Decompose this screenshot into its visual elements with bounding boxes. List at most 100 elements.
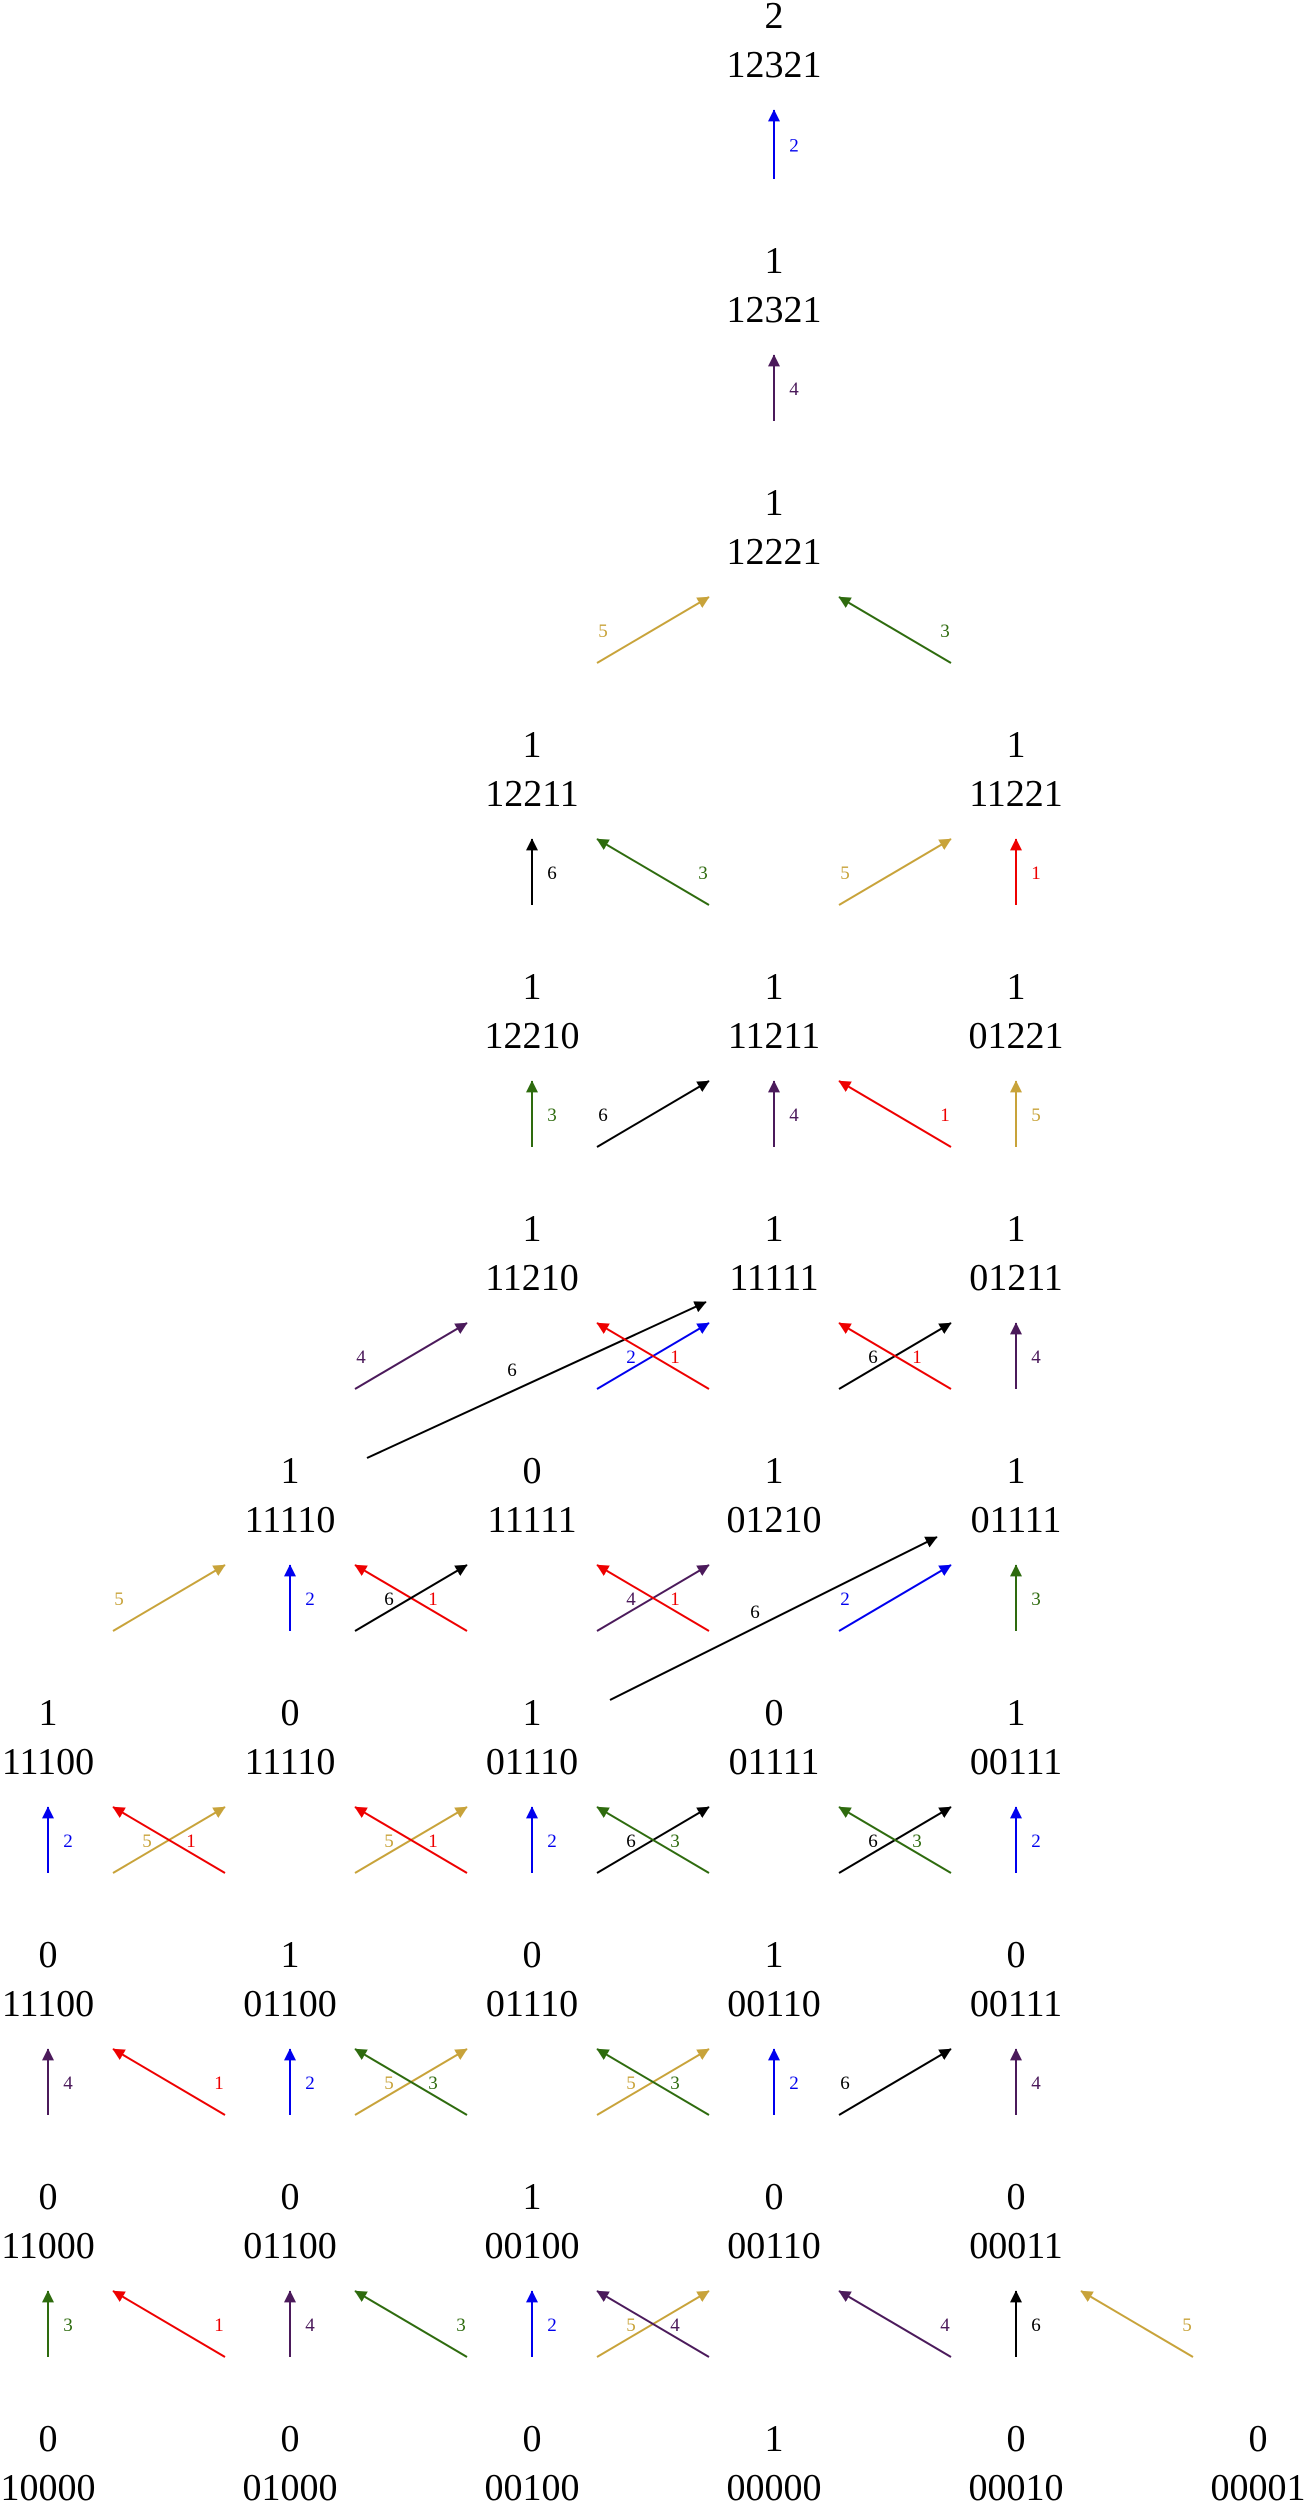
edge-label: 5 — [142, 1831, 152, 1852]
edge-arrow-n15-n11 — [112, 1564, 226, 1632]
edge-label: 6 — [868, 1831, 878, 1852]
edge-label: 4 — [1031, 1347, 1041, 1368]
node-weight: 11100 — [2, 1983, 94, 2025]
edge-arrow-n34-n28 — [838, 2290, 952, 2358]
edge-label: 3 — [63, 2315, 73, 2336]
node-multiplicity: 1 — [765, 2418, 784, 2460]
edge-label: 1 — [940, 1105, 950, 1126]
node-n32: 0 00100 — [485, 2418, 580, 2501]
edge-label: 4 — [940, 2315, 950, 2336]
edge-label: 1 — [214, 2315, 224, 2336]
node-multiplicity: 0 — [281, 1692, 300, 1734]
node-weight: 01221 — [969, 1015, 1064, 1057]
node-multiplicity: 1 — [523, 966, 542, 1008]
node-n5: 1 12210 — [485, 966, 580, 1057]
node-weight: 11210 — [485, 1257, 579, 1299]
node-multiplicity: 1 — [765, 240, 784, 282]
node-n30: 0 10000 — [1, 2418, 96, 2501]
node-weight: 00100 — [485, 2467, 580, 2501]
node-multiplicity: 1 — [523, 724, 542, 766]
node-weight: 12210 — [485, 1015, 580, 1057]
node-multiplicity: 0 — [523, 2418, 542, 2460]
node-multiplicity: 1 — [523, 1208, 542, 1250]
edge-label: 3 — [940, 621, 950, 642]
node-weight: 01110 — [486, 1741, 578, 1783]
edge-label: 2 — [840, 1589, 850, 1610]
edge-arrow-n10-n6 — [838, 1080, 952, 1148]
edge-label: 1 — [214, 2073, 224, 2094]
node-multiplicity: 0 — [765, 1692, 784, 1734]
edge-label: 6 — [507, 1360, 517, 1381]
edge-label: 4 — [626, 1589, 636, 1610]
node-multiplicity: 1 — [765, 482, 784, 524]
node-multiplicity: 0 — [1007, 2418, 1026, 2460]
node-weight: 01210 — [727, 1499, 822, 1541]
edge-arrow-n16-n12 — [354, 1564, 468, 1632]
node-weight: 12321 — [727, 44, 822, 86]
node-weight: 00111 — [970, 1741, 1062, 1783]
node-multiplicity: 1 — [765, 1450, 784, 1492]
node-weight: 01110 — [486, 1983, 578, 2025]
edge-arrow-n6-n4 — [838, 838, 952, 906]
edge-arrow-n21-n15 — [112, 1806, 226, 1874]
node-weight: 11211 — [728, 1015, 820, 1057]
node-multiplicity: 2 — [765, 0, 784, 37]
edge-arrow-n4-n2 — [838, 596, 952, 664]
edge-label: 3 — [428, 2073, 438, 2094]
edge-label: 4 — [63, 2073, 73, 2094]
node-weight: 11100 — [2, 1741, 94, 1783]
edge-arrow-n27-n21 — [354, 2048, 468, 2116]
edge-label: 5 — [626, 2315, 636, 2336]
edge-label: 1 — [428, 1589, 438, 1610]
edge-label: 4 — [789, 1105, 799, 1126]
node-n8: 1 11210 — [485, 1208, 579, 1299]
edge-label: 3 — [456, 2315, 466, 2336]
edge-label: 6 — [626, 1831, 636, 1852]
edge-label: 6 — [840, 2073, 850, 2094]
node-multiplicity: 1 — [523, 2176, 542, 2218]
node-multiplicity: 1 — [1007, 1208, 1026, 1250]
edge-label: 5 — [114, 1589, 124, 1610]
node-weight: 00110 — [727, 1983, 821, 2025]
edge-label: 2 — [305, 2073, 315, 2094]
edge-arrow-n13-n8 — [596, 1322, 710, 1390]
edge-label: 5 — [598, 621, 608, 642]
edge-label: 4 — [789, 379, 799, 400]
edge-arrow-n26-n20 — [112, 2048, 226, 2116]
node-multiplicity: 1 — [765, 1208, 784, 1250]
edge-arrow-n35-n29 — [1080, 2290, 1194, 2358]
node-n0: 2 12321 — [727, 0, 822, 86]
node-weight: 11111 — [487, 1499, 576, 1541]
node-weight: 11221 — [969, 773, 1063, 815]
edge-arrow-n31-n25 — [112, 2290, 226, 2358]
node-weight: 11110 — [245, 1499, 336, 1541]
edge-label: 4 — [356, 1347, 366, 1368]
node-weight: 10000 — [1, 2467, 96, 2501]
edge-arrow-n18-n12 — [596, 1564, 710, 1632]
node-multiplicity: 0 — [39, 2418, 58, 2460]
edge-arrow-n11-n8 — [354, 1322, 468, 1390]
edge-label: 4 — [305, 2315, 315, 2336]
edge-label: 3 — [698, 863, 708, 884]
edge-arrow-n33-n27 — [596, 2290, 710, 2358]
node-multiplicity: 0 — [1249, 2418, 1268, 2460]
node-n13: 1 01210 — [727, 1450, 822, 1541]
node-weight: 00100 — [485, 2225, 580, 2267]
edge-arrow-n8-n6 — [596, 1080, 710, 1148]
edge-label: 2 — [626, 1347, 636, 1368]
